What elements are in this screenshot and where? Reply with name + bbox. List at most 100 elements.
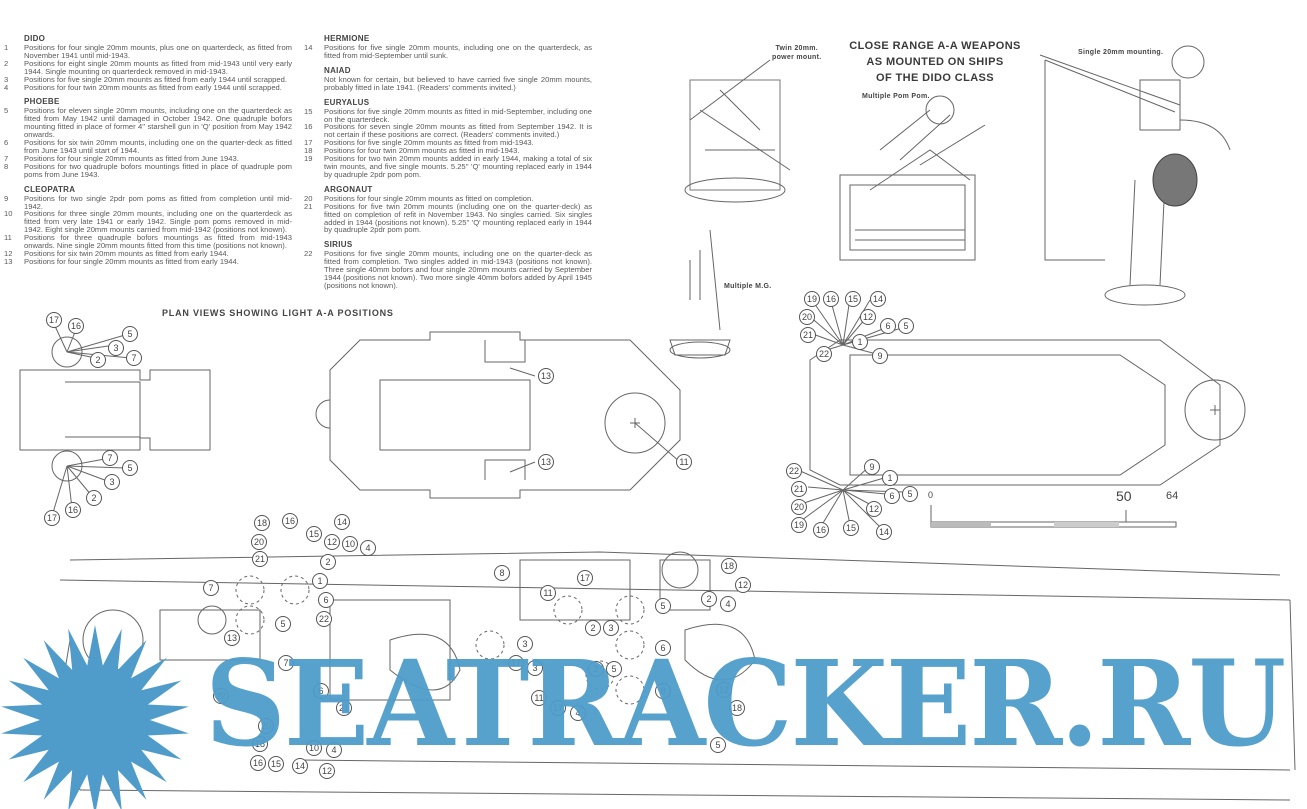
position-callout: 5 <box>655 598 671 614</box>
single-mount-label: Single 20mm mounting. <box>1078 49 1164 56</box>
multiple-mg-label: Multiple M.G. <box>724 283 772 290</box>
position-callout: 9 <box>864 459 880 475</box>
title-line: AS MOUNTED ON SHIPS <box>866 56 1004 68</box>
title-line: OF THE DIDO CLASS <box>875 72 995 84</box>
position-callout: 2 <box>588 661 604 677</box>
position-callout: 3 <box>603 620 619 636</box>
note-number: 9 <box>4 193 9 203</box>
position-callout: 11 <box>531 690 547 706</box>
scale-start: 0 <box>928 490 934 500</box>
position-callout: 7 <box>126 350 142 366</box>
note-number: 12 <box>4 248 13 258</box>
position-callout: 7 <box>102 450 118 466</box>
twin-20mm-mount-illustration <box>684 59 791 203</box>
note-text: Positions for five single 20mm mounts as… <box>24 74 287 84</box>
note-text: Positions for eleven single 20mm mounts,… <box>24 106 292 140</box>
ship-heading: EURYALUS <box>324 97 370 107</box>
position-callout: 5 <box>606 661 622 677</box>
note-text: Positions for five single 20mm mounts, i… <box>324 43 592 60</box>
ship-heading: HERMIONE <box>324 34 370 43</box>
position-callout: 2 <box>90 352 106 368</box>
ship-heading: SIRIUS <box>324 240 353 250</box>
position-callout: 6 <box>884 488 900 504</box>
note-number: 11 <box>4 233 12 243</box>
note-text: Positions for two twin 20mm mounts added… <box>324 154 592 179</box>
position-callout: 8 <box>655 683 671 699</box>
position-callout: 20 <box>791 499 807 515</box>
single-20mm-mount-illustration <box>1039 45 1231 306</box>
ship-heading: DIDO <box>24 34 46 43</box>
position-callout: 7 <box>203 580 219 596</box>
position-callout: 12 <box>324 534 340 550</box>
position-callout: 12 <box>319 763 335 779</box>
position-callout: 9 <box>872 348 888 364</box>
position-callout: 2 <box>585 620 601 636</box>
position-callout: 4 <box>326 742 342 758</box>
position-callout: 6 <box>313 683 329 699</box>
position-callout: 21 <box>791 481 807 497</box>
note-number: 2 <box>4 58 9 68</box>
position-callout: 22 <box>816 346 832 362</box>
position-callout: 15 <box>845 291 861 307</box>
note-text: Positions for four single 20mm mounts, p… <box>24 43 292 60</box>
position-callout: 5 <box>902 486 918 502</box>
note-text: Positions for four twin 20mm mounts as f… <box>24 82 282 92</box>
multiple-mg-illustration <box>669 229 731 359</box>
title-line: CLOSE RANGE A-A WEAPONS <box>849 40 1021 52</box>
position-callout: 1 <box>882 470 898 486</box>
position-callout: 2 <box>701 591 717 607</box>
position-callout: 5 <box>122 460 138 476</box>
label-line: Twin 20mm. <box>775 45 819 52</box>
position-callout: 1 <box>852 334 868 350</box>
note-text: Positions for five single 20mm mounts as… <box>324 106 592 124</box>
note-text: Positions for three single 20mm mounts, … <box>24 209 292 235</box>
note-text: Positions for four single 20mm mounts as… <box>324 193 534 203</box>
position-callout: 1 <box>312 573 328 589</box>
position-callout: 3 <box>104 474 120 490</box>
twin-mount-label: Twin 20mm. power mount. <box>772 44 822 62</box>
position-callout: 17 <box>44 510 60 526</box>
note-paragraph: Not known for certain, but believed to h… <box>324 74 592 92</box>
position-callout: 16 <box>250 755 266 771</box>
position-callout: 17 <box>550 700 566 716</box>
scale-mid: 50 <box>1116 488 1132 504</box>
note-number: 7 <box>4 153 9 163</box>
ship-heading: ARGONAUT <box>324 184 373 194</box>
plan-view-euryalus <box>797 297 1246 531</box>
plan-view-phoebe <box>315 331 681 499</box>
note-text: Positions for two quadruple bofors mount… <box>24 161 292 179</box>
note-number: 1 <box>4 43 9 52</box>
position-callout: 18 <box>252 736 268 752</box>
position-callout: 16 <box>68 318 84 334</box>
ship-heading: NAIAD <box>324 65 351 75</box>
position-callout: 7 <box>278 655 294 671</box>
position-callout: 16 <box>65 502 81 518</box>
note-text: Positions for four twin 20mm mounts as f… <box>324 146 520 156</box>
position-callout: 3 <box>527 660 543 676</box>
note-number: 6 <box>4 138 9 148</box>
position-callout: 19 <box>804 291 820 307</box>
position-callout: 5 <box>122 326 138 342</box>
position-callout: 6 <box>655 640 671 656</box>
ship-heading: CLEOPATRA <box>24 184 76 194</box>
plan-views-title: PLAN VIEWS SHOWING LIGHT A-A POSITIONS <box>162 308 394 318</box>
note-number: 13 <box>4 256 13 266</box>
position-callout: 15 <box>843 520 859 536</box>
multiple-pom-pom-illustration <box>839 95 986 261</box>
note-number: 22 <box>304 249 313 259</box>
position-callout: 22 <box>213 688 229 704</box>
position-callout: 5 <box>710 737 726 753</box>
position-callout: 10 <box>342 536 358 552</box>
position-callout: 21 <box>252 551 268 567</box>
position-callout: 12 <box>735 577 751 593</box>
